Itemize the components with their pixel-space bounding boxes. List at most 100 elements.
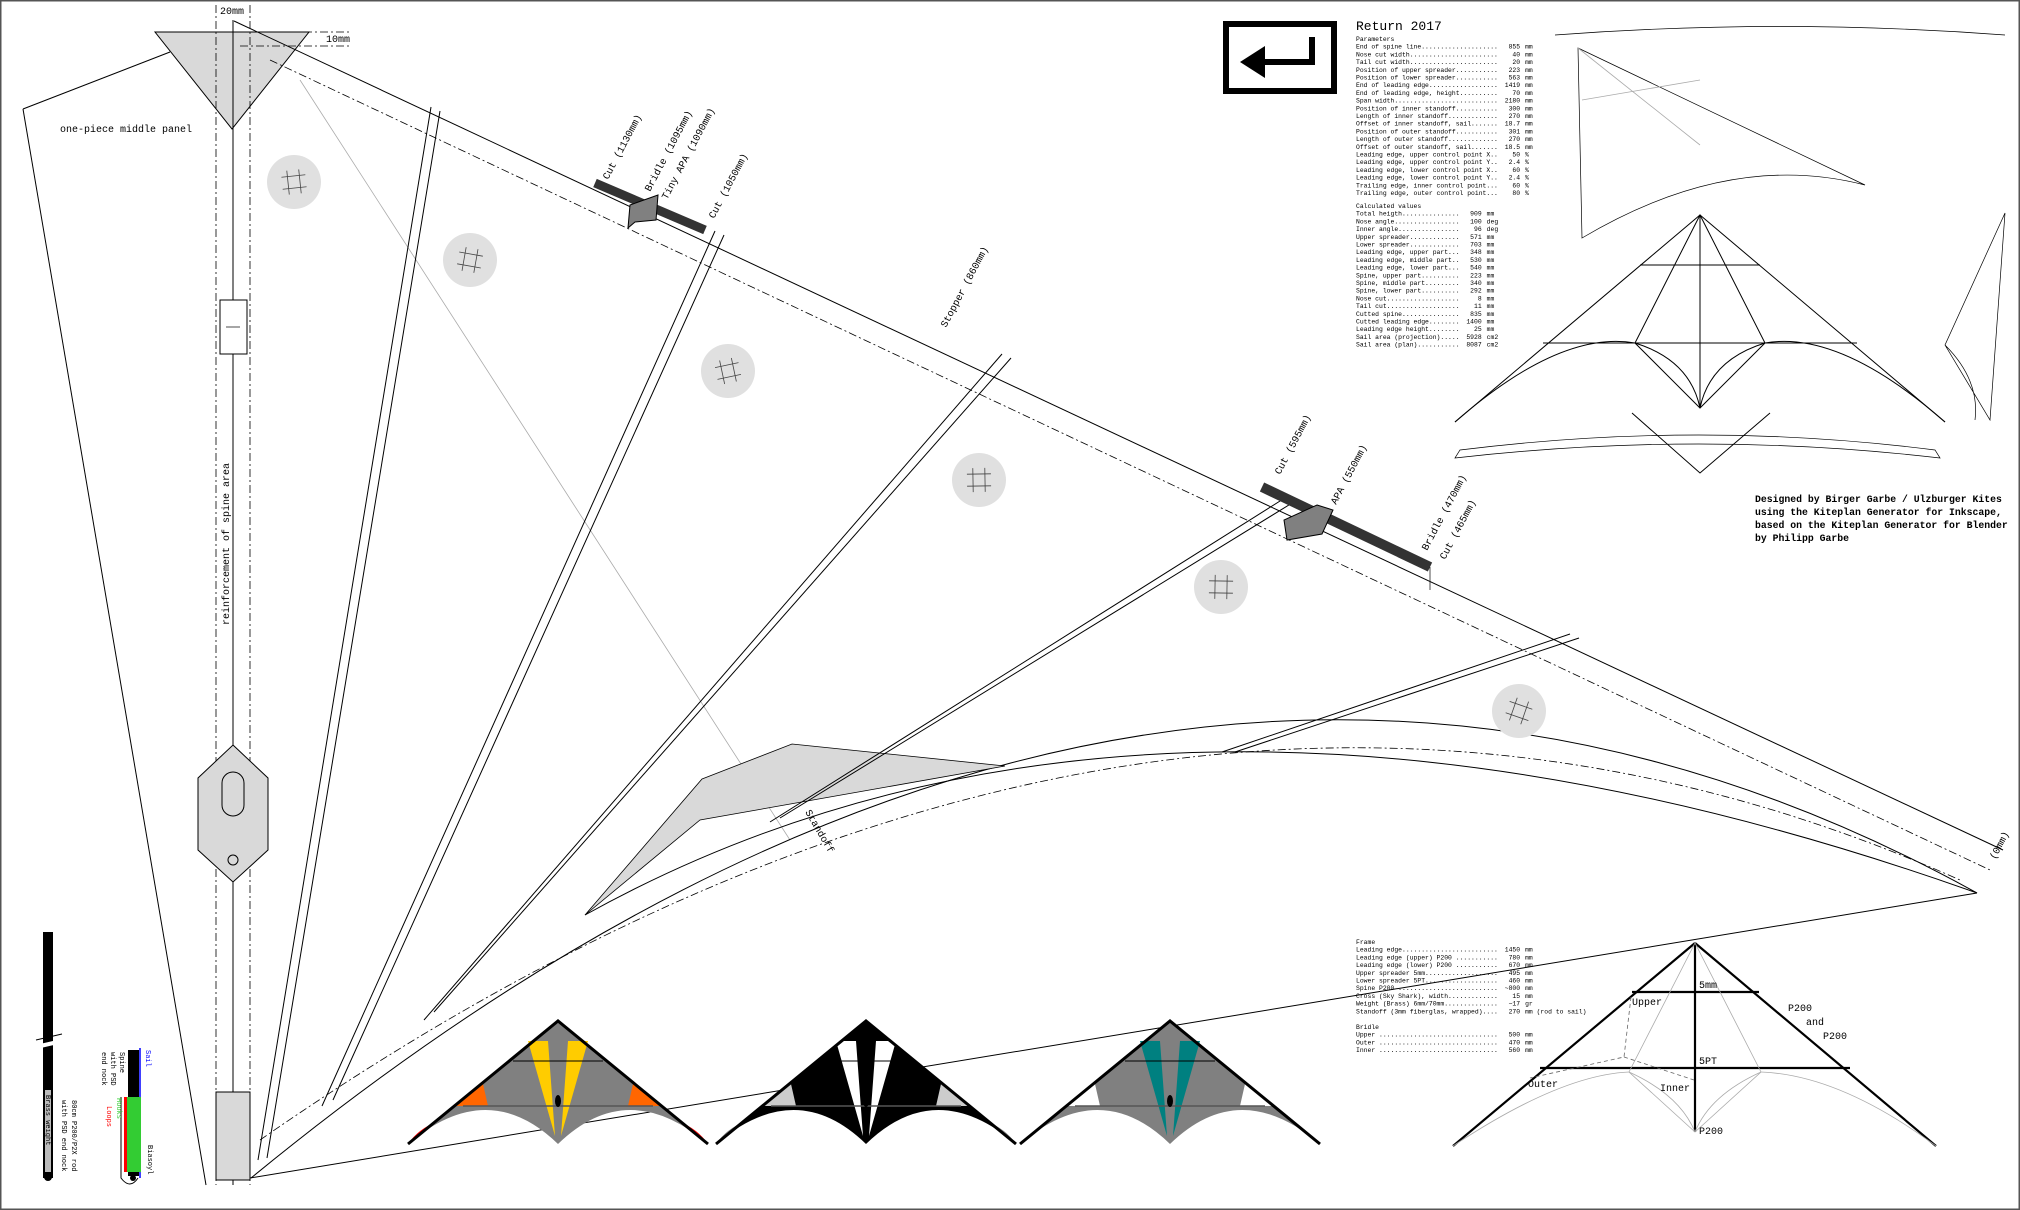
lower-spreader-label: 5PT	[1699, 1057, 1717, 1068]
hole-mark	[227, 854, 239, 866]
row-unit: mm	[1525, 136, 1533, 143]
window-mark-cross	[281, 174, 306, 178]
kite-sail	[1020, 1021, 1320, 1144]
middle-panel: one-piece middle panel 20mm 10mm reinfor…	[22, 5, 350, 1186]
leading-edge-and-label: and	[1806, 1017, 1824, 1029]
row-value: 18.7	[1505, 121, 1521, 128]
return-arrow-icon	[1223, 21, 1337, 94]
row-label: Outer ...............................	[1356, 1039, 1498, 1046]
row-value: 301	[1509, 128, 1521, 135]
window-mark	[952, 453, 1006, 507]
row-label: Leading edge, middle part..	[1356, 257, 1460, 264]
parameters-heading: Parameters	[1356, 36, 1395, 43]
window-mark-cross	[1509, 701, 1533, 710]
dim-20mm-label: 20mm	[220, 7, 244, 18]
row-label: Spine, middle part.........	[1356, 280, 1460, 287]
top-view-curve	[1554, 26, 2006, 36]
row-value: 96	[1474, 226, 1482, 233]
frame-heading: Frame	[1356, 939, 1375, 946]
credit-line: using the Kiteplan Generator for Inkscap…	[1755, 507, 2002, 518]
frame-row: Weight (Brass) 6mm/70mm..............~17…	[1356, 1001, 1533, 1008]
row-unit: mm	[1525, 144, 1533, 151]
row-value: 1450	[1505, 947, 1521, 954]
row-unit: mm	[1487, 249, 1495, 256]
row-unit: mm	[1525, 128, 1533, 135]
row-label: Cutted spine...............	[1356, 311, 1460, 318]
row-label: Trailing edge, inner control point...	[1356, 182, 1498, 189]
calculated-heading: Calculated values	[1356, 203, 1421, 210]
bridle-inner-label: Inner	[1660, 1084, 1690, 1095]
row-unit: mm	[1487, 280, 1495, 287]
kite-teal	[1019, 1019, 1321, 1146]
row-value: 300	[1509, 105, 1521, 112]
row-label: Leading edge, upper control point Y..	[1356, 159, 1498, 166]
row-value: 223	[1470, 272, 1482, 279]
window-mark	[701, 344, 755, 398]
rod-bar	[43, 932, 53, 1178]
row-unit: %	[1525, 175, 1529, 182]
row-value: 495	[1509, 970, 1521, 977]
tiny-apa-patch	[627, 194, 659, 230]
window-mark-disc	[701, 344, 755, 398]
row-unit: mm	[1525, 113, 1533, 120]
parameters-row: Trailing edge, inner control point...60%	[1356, 182, 1529, 189]
tail-reinforcement	[215, 1091, 251, 1181]
kite-wing-panels	[1065, 1084, 1275, 1106]
kite-leading-edge	[715, 1019, 1017, 1146]
row-value: 780	[1509, 954, 1521, 961]
row-value: 563	[1509, 75, 1521, 82]
row-value: 1419	[1505, 82, 1521, 89]
row-value: 100	[1470, 218, 1482, 225]
row-unit: %	[1525, 190, 1529, 197]
row-label: Inner ...............................	[1356, 1047, 1498, 1054]
row-value: 270	[1509, 136, 1521, 143]
row-unit: mm	[1487, 272, 1495, 279]
row-value: 15	[1512, 993, 1520, 1000]
row-label: Standoff (3mm fiberglas, wrapped)....	[1356, 1008, 1498, 1015]
row-unit: mm	[1525, 985, 1533, 992]
row-value: 855	[1509, 44, 1521, 51]
window-mark-disc	[952, 453, 1006, 507]
row-label: Leading edge.........................	[1356, 947, 1498, 954]
frame-row: Lower spreader 5PT...................460…	[1356, 978, 1533, 985]
row-unit: %	[1525, 152, 1529, 159]
window-marks	[267, 155, 1546, 738]
row-unit: deg	[1487, 226, 1499, 233]
parameters-row: Length of outer standoff.............270…	[1356, 136, 1533, 143]
row-label: Weight (Brass) 6mm/70mm..............	[1356, 1001, 1498, 1008]
row-unit: mm	[1525, 1039, 1533, 1046]
row-unit: %	[1525, 167, 1529, 174]
row-label: Upper spreader 5mm...................	[1356, 970, 1498, 977]
bridle-row: Upper ...............................500…	[1356, 1032, 1533, 1039]
apa-patch	[1283, 504, 1334, 541]
row-value: 2.4	[1509, 175, 1521, 182]
row-unit: mm	[1525, 98, 1533, 105]
row-value: 500	[1509, 1032, 1521, 1039]
kite-side-views	[1454, 26, 2006, 474]
row-unit: mm	[1525, 947, 1533, 954]
row-unit: mm	[1525, 105, 1533, 112]
row-unit: mm	[1487, 303, 1495, 310]
kite-center-panels	[1140, 1041, 1200, 1136]
row-value: 340	[1470, 280, 1482, 287]
row-unit: mm	[1525, 59, 1533, 66]
lower-reinforcement	[197, 744, 269, 883]
window-mark-cross	[473, 249, 479, 273]
row-label: Position of upper spreader...........	[1356, 67, 1498, 74]
panel-seams	[257, 106, 1580, 1161]
kite-wing-panels	[453, 1084, 663, 1106]
row-unit: mm	[1487, 257, 1495, 264]
row-value: 40	[1512, 51, 1520, 58]
row-label: Nose angle.................	[1356, 218, 1460, 225]
row-label: Tail cut...................	[1356, 303, 1460, 310]
row-unit: mm	[1525, 1047, 1533, 1054]
